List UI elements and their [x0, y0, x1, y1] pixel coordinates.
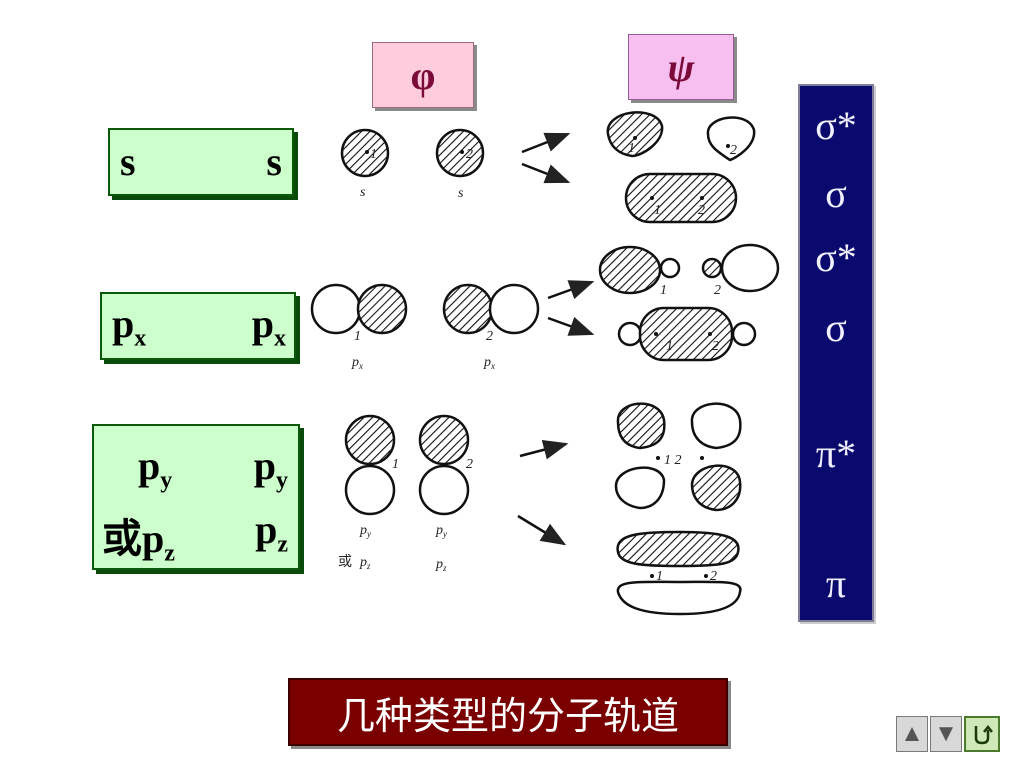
pi-star-numbers: 1 2 — [664, 453, 682, 468]
px2-lobe-neg — [488, 283, 540, 335]
row-pz-right: pz — [255, 507, 288, 558]
px2-caption: px — [483, 355, 495, 371]
px-sigma-star-lobe-2 — [720, 243, 780, 293]
nav-down-button[interactable]: ▼ — [930, 716, 962, 752]
py2-caption: py — [435, 523, 447, 539]
sigma-star-s-lobe-1 — [606, 111, 664, 158]
sigma-star-s-num1: 1 — [628, 141, 635, 156]
pi-num2: 2 — [710, 569, 717, 584]
row-py-right: py — [253, 443, 288, 494]
pi-star-symbol: π* — [815, 431, 857, 476]
pi-star-lobe-4 — [690, 464, 742, 512]
sigma-star-symbol-1: σ* — [815, 103, 857, 148]
orbital-type-bar: σ* σ σ* σ π* π — [798, 84, 874, 622]
triangle-down-icon: ▼ — [934, 720, 958, 747]
px-sigma-num2: 2 — [712, 339, 719, 354]
sigma-star-symbol-2: σ* — [815, 235, 857, 280]
px1-lobe-neg — [310, 283, 362, 335]
px-sigma-num1: 1 — [666, 339, 673, 354]
row-py-left: py — [138, 443, 173, 494]
arrow-py-pi-star — [519, 440, 569, 460]
return-icon — [974, 724, 993, 745]
px1-number: 1 — [354, 329, 361, 344]
py2-lobe-neg — [418, 464, 470, 516]
row-s-right: s — [266, 139, 282, 184]
phi-header: φ — [372, 42, 474, 108]
py1-number: 1 — [392, 457, 399, 472]
px-sigma-end-2 — [731, 321, 757, 347]
sigma-symbol-1: σ — [825, 171, 847, 216]
arrow-s-sigma-star — [521, 132, 571, 154]
row-pz-left: 或pz — [102, 516, 175, 567]
pi-star-lobe-2 — [690, 402, 742, 450]
py1-lobe-neg — [344, 464, 396, 516]
return-button[interactable] — [964, 716, 1000, 752]
px1-caption: px — [351, 355, 363, 371]
py1-caption: py — [359, 523, 371, 539]
pi-star-lobe-3 — [614, 466, 666, 510]
px2-lobe-pos — [442, 283, 494, 335]
sigma-s-num2: 2 — [698, 203, 705, 218]
px-sigma-star-num2: 2 — [714, 283, 721, 298]
px2-number: 2 — [486, 329, 493, 344]
pi-orbital-lower — [616, 580, 742, 616]
sigma-star-s-lobe-2 — [706, 116, 756, 162]
arrow-s-sigma — [521, 162, 571, 184]
pi-orbital-upper — [616, 530, 740, 568]
row-px-left: px — [112, 301, 147, 352]
s2-caption: s — [458, 186, 464, 201]
slide-caption: 几种类型的分子轨道 — [288, 678, 728, 746]
s1-caption: s — [360, 185, 366, 200]
py2-lobe-pos — [418, 414, 470, 466]
px-sigma-end-1 — [617, 321, 643, 347]
row-s-left: s — [120, 139, 136, 184]
huo-label: 或 — [338, 554, 352, 570]
s-orbital-2 — [435, 128, 485, 178]
pz2-caption: pz — [435, 557, 447, 573]
px-sigma-star-small-1 — [659, 257, 681, 279]
row-s-label: s s — [108, 128, 294, 196]
py2-number: 2 — [466, 457, 473, 472]
row-px-right: px — [251, 301, 286, 352]
arrow-px-sigma — [547, 316, 595, 336]
row-px-label: px px — [100, 292, 296, 360]
pi-symbol: π — [825, 561, 847, 606]
sigma-s-orbital — [624, 172, 738, 224]
arrow-py-pi — [517, 514, 567, 546]
sigma-s-num1: 1 — [654, 203, 661, 218]
pi-star-lobe-1 — [616, 402, 666, 450]
triangle-up-icon: ▲ — [900, 720, 924, 747]
px-sigma-star-num1: 1 — [660, 283, 667, 298]
px-sigma-star-small-2 — [701, 257, 723, 279]
s2-number: 2 — [466, 147, 473, 162]
px1-lobe-pos — [356, 283, 408, 335]
pi-num1: 1 — [656, 569, 663, 584]
sigma-symbol-2: σ — [825, 305, 847, 350]
py1-lobe-pos — [344, 414, 396, 466]
nav-up-button[interactable]: ▲ — [896, 716, 928, 752]
pz1-caption: pz — [359, 555, 371, 571]
arrow-px-sigma-star — [547, 280, 595, 300]
s-orbital-1 — [340, 128, 390, 178]
sigma-star-s-num2: 2 — [730, 143, 737, 158]
s1-number: 1 — [370, 147, 377, 162]
px-sigma-star-lobe-1 — [598, 245, 662, 295]
psi-header: ψ — [628, 34, 734, 100]
row-pypz-label: py py 或pz pz — [92, 424, 300, 570]
